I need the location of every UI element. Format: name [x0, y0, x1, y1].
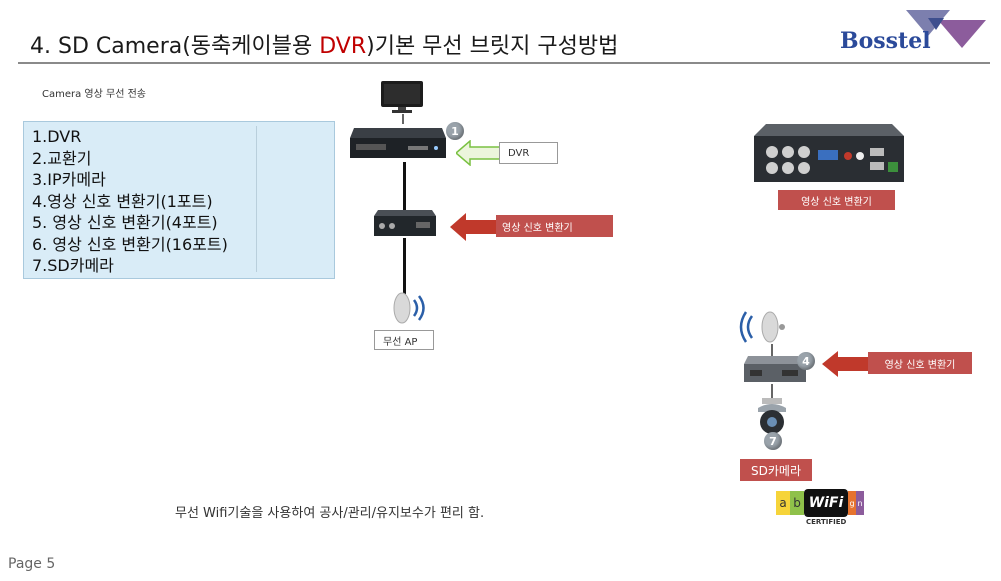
badge-1: 1	[446, 122, 464, 140]
subtitle: Camera 영상 무선 전송	[42, 89, 146, 100]
dvr-to-converter-cable	[403, 162, 406, 212]
wifi-note: 무선 Wifi기술을 사용하여 공사/관리/유지보수가 편리 함.	[175, 506, 485, 521]
page-title: 4. SD Camera(동축케이블용 DVR)기본 무선 브릿지 구성방법	[30, 34, 619, 59]
green-arrow-icon	[454, 139, 505, 167]
title-dvr-highlight: DVR	[319, 34, 367, 59]
small-converter-icon	[742, 354, 808, 384]
converter-to-ap-cable	[403, 238, 406, 294]
logo-triangles-icon	[906, 10, 986, 48]
list-item: 3.IP카메라	[32, 170, 106, 189]
list-item: 5. 영상 신호 변환기(4포트)	[32, 213, 218, 232]
converter-to-camera-cable	[771, 384, 773, 398]
component-list-box: 1.DVR 2.교환기 3.IP카메라 4.영상 신호 변환기(1포트) 5. …	[23, 121, 335, 279]
bosstel-logo	[838, 8, 988, 66]
monitor-cable	[402, 114, 404, 124]
sd-camera-label: SD카메라	[740, 459, 812, 481]
monitor-icon	[380, 80, 424, 114]
converter-label-right: 영상 신호 변환기	[778, 190, 895, 210]
badge-7: 7	[764, 432, 782, 450]
ap-to-converter-cable	[771, 344, 773, 356]
red-arrow-icon-right	[822, 350, 874, 378]
list-divider	[256, 126, 257, 272]
wifi-letter-a: a	[776, 491, 790, 515]
wifi-letter-g: g	[848, 491, 856, 515]
wifi-text: WiFi	[808, 495, 844, 511]
dvr-label: DVR	[499, 142, 558, 164]
wifi-certified-logo: a b WiFi g n CERTIFIED	[776, 483, 864, 527]
dvr-device-icon	[348, 124, 448, 162]
wireless-ap-icon	[388, 290, 430, 326]
wifi-letter-n: n	[856, 491, 864, 515]
list-item: 7.SD카메라	[32, 256, 114, 275]
header-divider	[18, 62, 990, 64]
wifi-certified-text: CERTIFIED	[806, 518, 847, 526]
page-number: Page 5	[8, 556, 56, 572]
component-list: 1.DVR 2.교환기 3.IP카메라 4.영상 신호 변환기(1포트) 5. …	[24, 122, 334, 277]
badge-4: 4	[797, 352, 815, 370]
video-converter-icon	[372, 208, 438, 238]
wifi-letter-b: b	[790, 491, 804, 515]
list-item: 1.DVR	[32, 127, 82, 146]
wifi-badge: WiFi	[804, 489, 848, 517]
logo-text: Bosstel	[840, 28, 931, 54]
list-item: 4.영상 신호 변환기(1포트)	[32, 191, 213, 211]
converter-label-bottom: 영상 신호 변환기	[868, 352, 972, 374]
list-item: 6. 영상 신호 변환기(16포트)	[32, 234, 228, 254]
converter-label: 영상 신호 변환기	[496, 215, 613, 237]
wireless-ap-icon-right	[736, 308, 788, 346]
converter-device-photo	[752, 122, 906, 184]
ap-label: 무선 AP	[374, 330, 434, 350]
dome-camera-icon	[754, 396, 790, 436]
list-item: 2.교환기	[32, 148, 92, 168]
red-arrow-icon	[450, 212, 502, 242]
